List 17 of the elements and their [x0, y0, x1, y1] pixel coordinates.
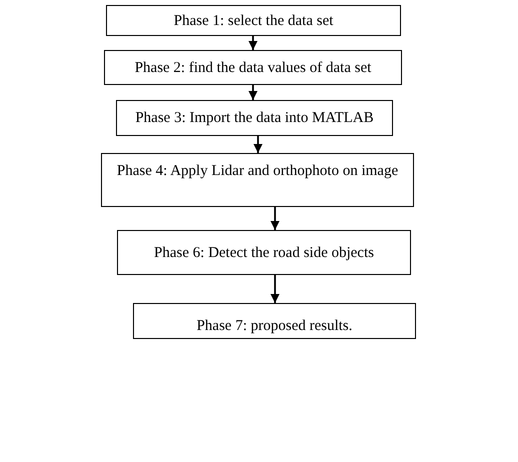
arrow	[270, 275, 280, 303]
phase-text: Phase 7: proposed results.	[196, 318, 352, 336]
process-box	[104, 50, 402, 85]
arrow	[270, 207, 280, 230]
arrow	[254, 136, 262, 153]
process-box	[106, 5, 401, 36]
phase-text: Phase 3: Import the data into MATLAB	[135, 110, 374, 128]
phase-text: Phase 6: Detect the road side objects	[154, 245, 374, 263]
phase-text: Phase 4: Apply Lidar and orthophoto on image	[116, 163, 398, 181]
process-box	[133, 303, 416, 339]
phase-text: Phase 2: find the data values of data set	[134, 60, 372, 78]
arrow	[248, 85, 258, 100]
process-box	[116, 100, 393, 136]
process-box	[117, 230, 411, 275]
arrow	[248, 36, 258, 50]
phase-text: Phase 1: select the data set	[174, 13, 334, 31]
process-box	[101, 153, 414, 207]
